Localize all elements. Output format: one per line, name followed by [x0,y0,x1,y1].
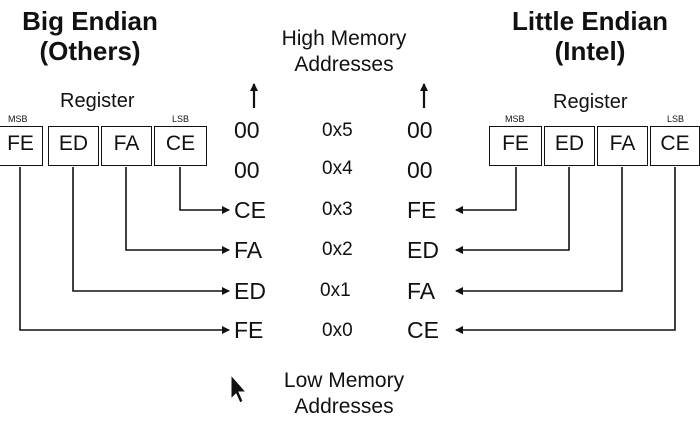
little-connector-fe [455,167,517,214]
address-0x3: 0x3 [322,199,353,220]
big-memory-0x4: 00 [234,157,260,183]
little-register-label: Register [553,91,628,113]
little-lsb-label: LSB [667,114,685,124]
mouse-pointer-icon [230,373,248,404]
big-endian-title: Big Endian (Others) [22,6,158,66]
big-connector-fa [125,167,230,254]
low-memory-caption: Low Memory Addresses [283,369,405,418]
little-connector-fa [455,167,623,295]
big-register-label: Register [60,90,135,112]
little-register-byte-fe: FE [489,126,542,166]
address-0x4: 0x4 [322,158,353,179]
big-connector-ce [179,167,230,214]
little-memory-0x1: FA [407,278,436,304]
big-lsb-label: LSB [172,114,190,124]
little-register-byte-fa: FA [597,126,648,166]
big-register-byte-ed: ED [48,126,99,166]
little-register-byte-ed: ED [544,126,595,166]
little-endian-title: Little Endian (Intel) [512,6,668,66]
big-memory-0x0: FE [234,317,264,343]
big-register-byte-ce: CE [154,126,207,166]
big-connector-fe [19,167,230,334]
big-register-byte-fe: FE [0,126,43,166]
little-memory-0x0: CE [407,317,439,343]
address-0x5: 0x5 [322,120,353,141]
little-memory-0x3: FE [407,197,437,223]
little-connector-ed [455,167,570,254]
little-memory-0x5: 00 [407,117,433,143]
address-0x0: 0x0 [322,320,353,341]
little-memory-0x4: 00 [407,157,433,183]
little-memory-0x2: ED [407,237,439,263]
little-msb-label: MSB [505,114,525,124]
address-0x2: 0x2 [322,239,353,260]
big-register-byte-fa: FA [101,126,152,166]
big-memory-0x3: CE [234,197,266,223]
big-msb-label: MSB [8,114,28,124]
big-memory-0x1: ED [234,278,266,304]
big-memory-0x5: 00 [234,117,260,143]
little-connector-ce [455,167,676,334]
address-0x1: 0x1 [320,280,351,301]
high-memory-caption: High Memory Addresses [281,27,407,76]
big-memory-0x2: FA [234,237,263,263]
big-connector-ed [72,167,230,295]
little-register-byte-ce: CE [650,126,700,166]
